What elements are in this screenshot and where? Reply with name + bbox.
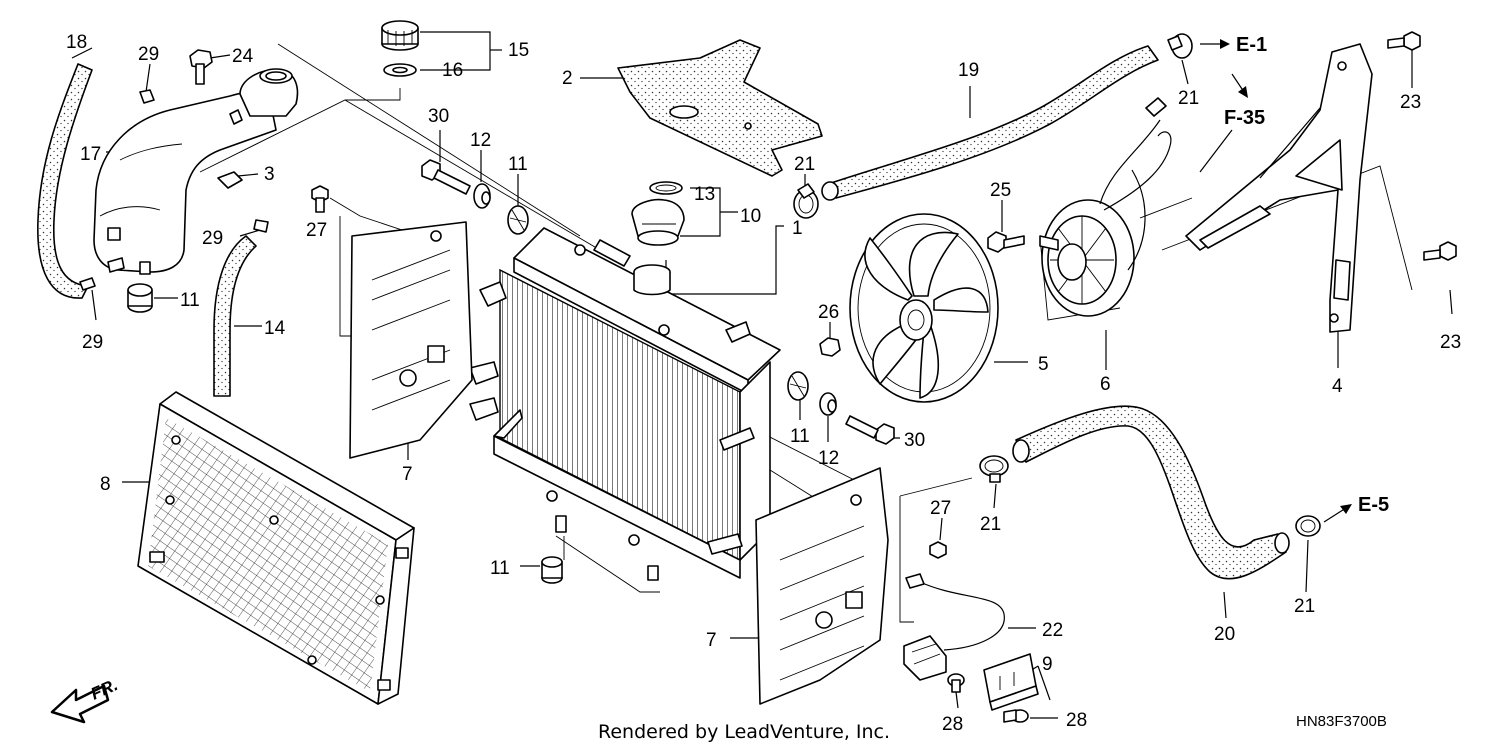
shroud-7-left xyxy=(349,221,473,459)
cap-seal-16 xyxy=(383,63,417,77)
callout-11: 11 xyxy=(508,154,528,175)
callout-17: 17 xyxy=(80,144,101,165)
callout-12: 12 xyxy=(818,448,839,469)
callout-23: 23 xyxy=(1440,332,1461,353)
reserve-tank-17 xyxy=(93,68,299,275)
radiator-grille-8 xyxy=(137,391,415,705)
tank-clip-3 xyxy=(217,171,243,189)
fan-motor-6 xyxy=(1039,97,1172,317)
callout-12: 12 xyxy=(470,130,491,151)
callout-22: 22 xyxy=(1042,620,1063,641)
callout-30: 30 xyxy=(904,430,925,451)
bolt-30-lower xyxy=(845,415,895,445)
reference-e5: E-5 xyxy=(1358,494,1389,516)
callout-24: 24 xyxy=(232,46,254,67)
bolt-24 xyxy=(189,49,213,85)
callout-2: 2 xyxy=(562,68,573,89)
seal-plate-2 xyxy=(617,39,823,177)
callout-25: 25 xyxy=(990,180,1011,201)
callout-6: 6 xyxy=(1100,374,1111,395)
bolt-30-upper xyxy=(421,159,471,195)
callout-20: 20 xyxy=(1214,624,1235,645)
callout-10: 10 xyxy=(740,206,761,227)
callout-5: 5 xyxy=(1038,354,1049,375)
reference-e1: E-1 xyxy=(1236,34,1267,56)
front-direction-arrow xyxy=(50,684,110,724)
callout-26: 26 xyxy=(818,302,839,323)
callout-13: 13 xyxy=(694,184,715,205)
callout-11: 11 xyxy=(180,290,200,311)
callout-4: 4 xyxy=(1332,376,1343,397)
clamp-21-middle xyxy=(979,455,1009,483)
screw-28-left xyxy=(947,673,965,693)
collar-12-middle xyxy=(819,392,837,416)
grommet-11-lower xyxy=(541,556,563,584)
callout-7: 7 xyxy=(402,464,413,485)
clamp-21-upper xyxy=(793,183,819,219)
callout-11: 11 xyxy=(490,558,510,579)
callout-9: 9 xyxy=(1042,654,1053,675)
bracket-9 xyxy=(903,635,947,681)
cap-gasket-13 xyxy=(649,181,683,195)
sub-harness-22 xyxy=(905,573,1005,651)
radiator-1 xyxy=(469,227,781,581)
grommet-11-left xyxy=(127,283,153,313)
clamp-21-top xyxy=(1167,33,1193,59)
callout-8: 8 xyxy=(100,474,111,495)
diagram-code: HN83F3700B xyxy=(1296,713,1387,730)
callout-21: 21 xyxy=(1294,596,1315,617)
fan-shroud-bracket-4 xyxy=(1185,43,1373,333)
nut-26 xyxy=(819,337,841,357)
hose-clip-29 xyxy=(79,89,269,291)
bolt-27-right xyxy=(929,541,947,559)
grommet-11-upper xyxy=(507,205,529,235)
callout-3: 3 xyxy=(264,164,275,185)
callout-19: 19 xyxy=(958,60,979,81)
lower-radiator-hose-20 xyxy=(1015,405,1287,580)
callout-21: 21 xyxy=(794,154,815,175)
relay-9 xyxy=(983,653,1039,711)
cooling-fan-5 xyxy=(849,213,999,403)
callout-23: 23 xyxy=(1400,92,1421,113)
callout-21: 21 xyxy=(980,514,1001,535)
shroud-7-right xyxy=(755,467,889,705)
siphon-tube-14 xyxy=(213,235,257,397)
clamp-21-lower xyxy=(1295,515,1321,537)
callout-18: 18 xyxy=(66,32,87,53)
callout-16: 16 xyxy=(442,60,463,81)
callout-15: 15 xyxy=(508,40,529,61)
bolt-23-right xyxy=(1423,241,1457,261)
reference-labels: E-1 F-35 E-5 xyxy=(1224,34,1389,516)
callout-29: 29 xyxy=(82,332,103,353)
callout-1: 1 xyxy=(792,218,803,239)
callout-28: 28 xyxy=(1066,710,1087,731)
callout-27: 27 xyxy=(930,498,951,519)
callout-14: 14 xyxy=(264,318,286,339)
callout-28: 28 xyxy=(942,714,963,735)
tank-cap-15 xyxy=(381,20,419,51)
callout-7: 7 xyxy=(706,630,717,651)
callout-30: 30 xyxy=(428,106,449,127)
bolt-25 xyxy=(987,231,1025,253)
reference-arrows xyxy=(1199,39,1352,523)
callout-29: 29 xyxy=(202,228,223,249)
screw-28-right xyxy=(1003,709,1029,723)
upper-radiator-hose-19 xyxy=(827,45,1159,199)
callout-27: 27 xyxy=(306,220,327,241)
callout-labels: 18 29 24 15 16 2 19 21 23 17 3 30 12 11 … xyxy=(66,32,1461,735)
bolt-27-left xyxy=(311,185,329,213)
overflow-hose-18 xyxy=(37,63,93,299)
callout-11: 11 xyxy=(790,426,810,447)
grommet-11-middle xyxy=(787,371,809,401)
render-credit: Rendered by LeadVenture, Inc. xyxy=(598,721,890,743)
callout-29: 29 xyxy=(138,44,159,65)
front-marker-label: FR. xyxy=(88,675,121,703)
reference-f35: F-35 xyxy=(1224,107,1265,129)
bolt-23-top xyxy=(1387,31,1421,51)
radiator-cap-10 xyxy=(631,198,685,246)
callout-21: 21 xyxy=(1178,88,1199,109)
collar-12-upper xyxy=(473,183,491,209)
